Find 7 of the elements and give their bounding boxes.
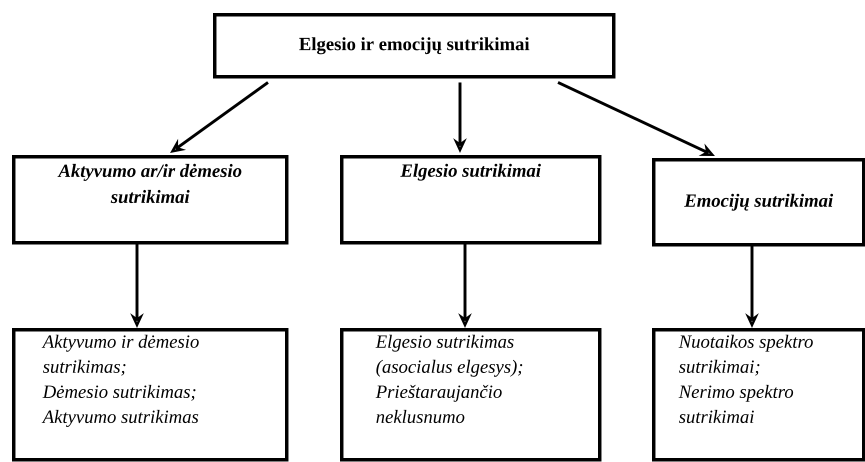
category-box: Aktyvumo ar/ir dėmesio sutrikimai (12, 155, 288, 244)
list-box: Aktyvumo ir dėmesio sutrikimas; Dėmesio sutrikimas; Aktyvumo sutrikimas (12, 328, 288, 462)
list-box: Elgesio sutrikimas (asocialus elgesys); Prieštaraujančio neklusnumo (340, 328, 602, 462)
title-box: Elgesio ir emocijų sutrikimai (213, 13, 616, 78)
category-box: Elgesio sutrikimai (340, 155, 602, 244)
category-box: Emocijų sutrikimai (652, 158, 865, 246)
list-box: Nuotaikos spektro sutrikimai; Nerimo spektro sutrikimai (652, 328, 865, 462)
